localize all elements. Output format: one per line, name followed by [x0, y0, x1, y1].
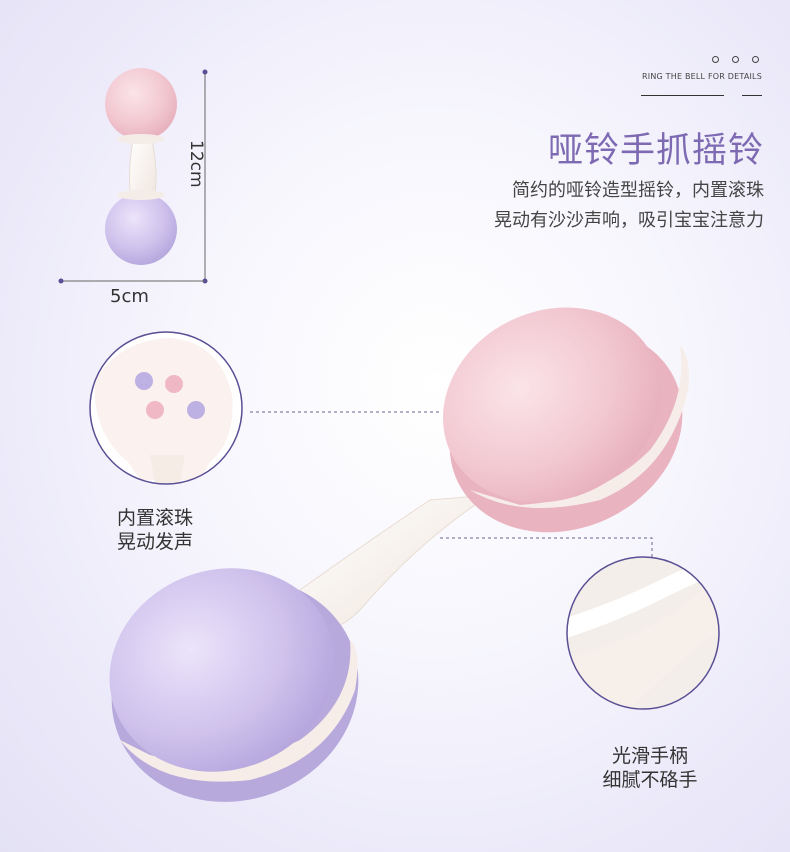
product-description-line-1: 简约的哑铃造型摇铃，内置滚珠: [512, 180, 764, 201]
product-description-line-2: 晃动有沙沙声响，吸引宝宝注意力: [494, 210, 764, 231]
large-rattle-image: [109, 307, 689, 802]
handle-callout-label: 光滑手柄 细腻不硌手: [590, 744, 710, 792]
dot-icon: [712, 56, 719, 63]
width-dimension-label: 5cm: [110, 286, 149, 307]
dimension-lines: [58, 69, 208, 284]
beads-callout-line-1: 内置滚珠: [116, 507, 193, 529]
small-rattle-image: [105, 68, 177, 265]
decorative-dots: [712, 56, 772, 66]
handle-callout-line-2: 细腻不硌手: [602, 769, 698, 791]
handle-callout-line-1: 光滑手柄: [611, 745, 688, 767]
dot-icon: [732, 56, 739, 63]
ring-bell-caption: RING THE BELL FOR DETAILS: [642, 72, 762, 81]
handle-connector-line: [440, 537, 653, 560]
header-divider: [641, 95, 724, 96]
handle-zoom-circle: [566, 556, 720, 710]
beads-zoom-circle: [89, 331, 243, 485]
dot-icon: [752, 56, 759, 63]
beads-callout-line-2: 晃动发声: [116, 531, 193, 553]
product-title: 哑铃手抓摇铃: [547, 131, 764, 171]
beads-callout-label: 内置滚珠 晃动发声: [105, 506, 205, 554]
header-divider-short: [742, 95, 762, 96]
height-dimension-label: 12cm: [186, 140, 206, 188]
